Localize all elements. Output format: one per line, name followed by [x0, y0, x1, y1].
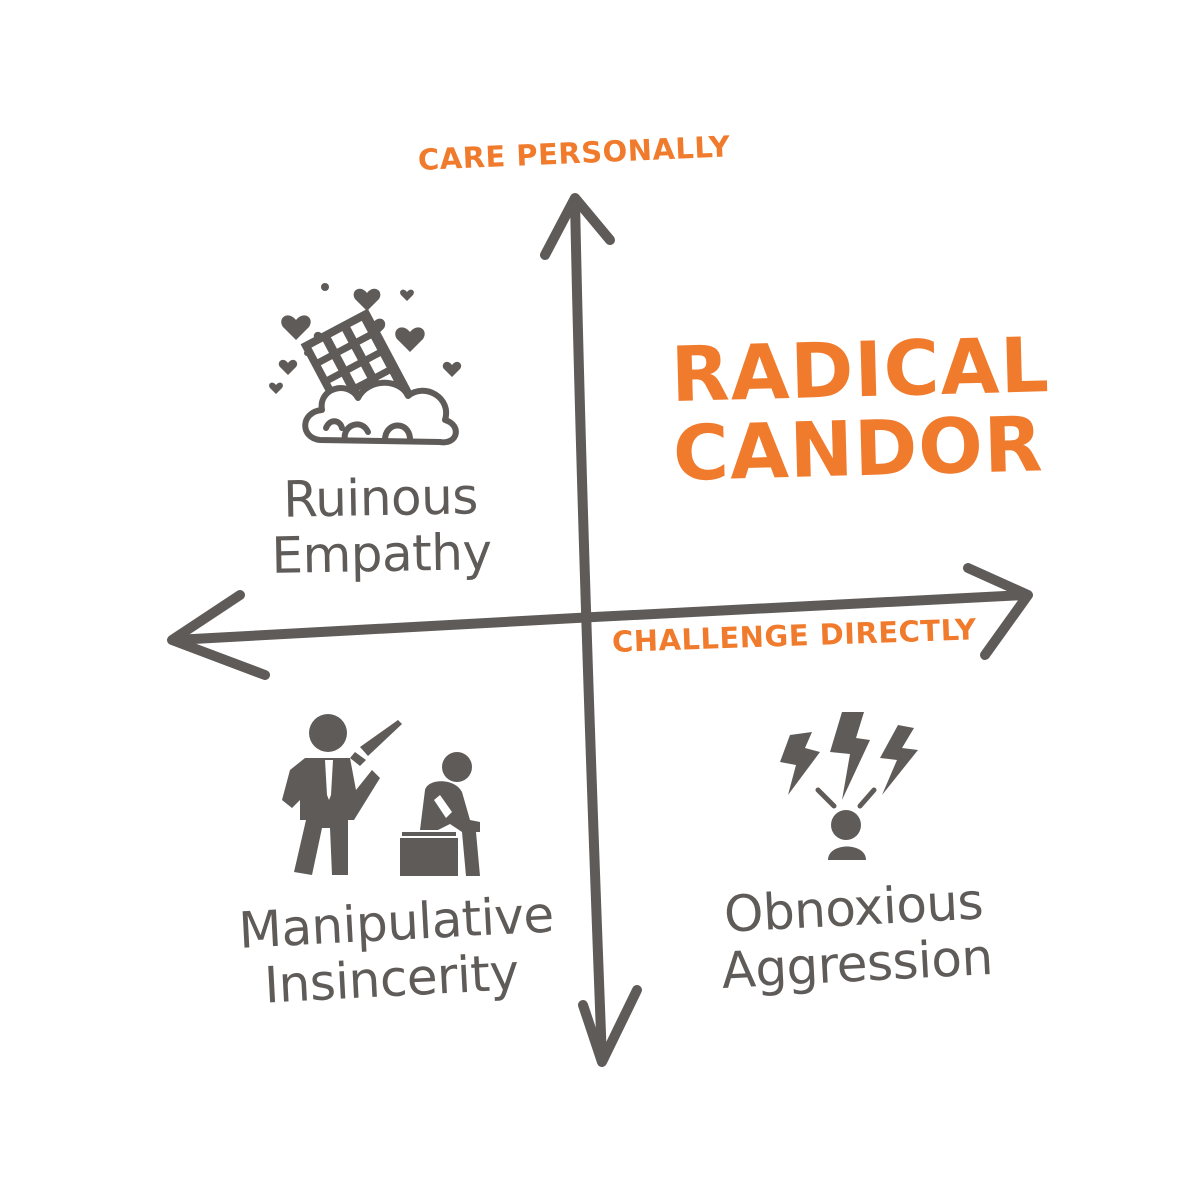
radical-candor-title: RADICAL CANDOR [670, 320, 1053, 499]
horizontal-axis-line [170, 590, 1030, 645]
ruinous-empathy-label-line: Empathy [270, 523, 493, 585]
horizontal-axis-arrow-left [167, 590, 270, 680]
vertical-axis-arrow-top [540, 193, 615, 260]
radical-candor-title-line: CANDOR [671, 399, 1045, 499]
ruinous-empathy-label-line: Ruinous [282, 467, 479, 529]
vertical-axis-line [570, 195, 607, 1065]
horizontal-axis-arrow-right [963, 563, 1033, 660]
vertical-axis-arrow-bottom [578, 985, 642, 1067]
ruinous-empathy-label: Ruinous Empathy [265, 467, 497, 585]
obnoxious-aggression-label: Obnoxious Aggression [717, 872, 994, 1000]
manipulative-insincerity-label: Manipulative Insincerity [237, 885, 555, 1015]
